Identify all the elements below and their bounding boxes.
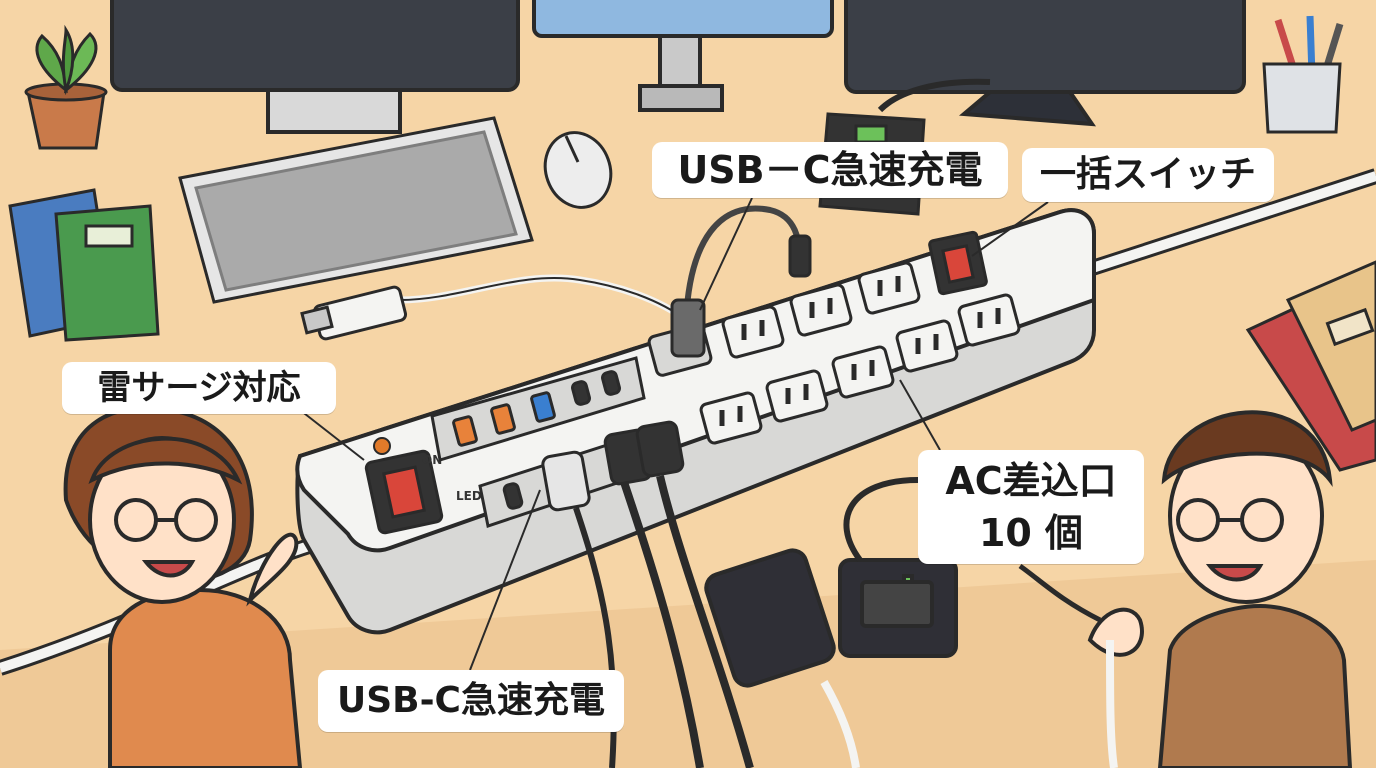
ac-outlet: [765, 369, 829, 423]
label-batch-switch: 一括スイッチ: [1022, 148, 1274, 202]
monitor-right-icon: [844, 0, 1246, 127]
smartphone-icon: [704, 548, 860, 768]
label-usb-c-fast-charge-top: USB－C急速充電: [652, 142, 1008, 198]
led-mark: LED: [456, 489, 482, 503]
notebooks-icon: [1245, 260, 1376, 472]
man-character: [1018, 410, 1353, 768]
ac-outlet: [857, 261, 921, 315]
woman-character: [63, 405, 303, 768]
ac-outlet: [789, 283, 853, 337]
label-usb-c-fast-charge-bottom: USB-C急速充電: [318, 670, 624, 732]
usb-plug-icon: [300, 285, 408, 341]
label-ac-outlets-line2: 10 個: [978, 511, 1084, 555]
ac-outlet: [699, 391, 763, 445]
usb-a-cable-outline: [399, 276, 687, 321]
ac-outlet: [721, 305, 785, 359]
ac-outlet: [895, 319, 959, 373]
on-mark: ON: [422, 453, 442, 467]
usb-c-plug-top: [670, 234, 812, 358]
books-icon: [8, 188, 160, 342]
keyboard-icon: [178, 116, 534, 304]
monitor-center-icon: [532, 0, 834, 112]
led-indicator: [373, 437, 391, 455]
label-surge-protection: 雷サージ対応: [62, 362, 336, 414]
label-ac-outlets-line1: AC差込口: [945, 459, 1117, 503]
ac-outlet: [831, 345, 895, 399]
batch-switch-icon: [928, 230, 988, 296]
ac-outlet-group: [647, 261, 1021, 445]
power-switch-icon: [364, 449, 444, 535]
right-cable-inner: [1078, 171, 1376, 277]
pen-cup-icon: [1262, 15, 1344, 134]
ac-outlet: [957, 293, 1021, 347]
plant-icon: [24, 24, 108, 150]
mouse-icon: [543, 131, 613, 209]
label-ac-outlets: AC差込口 10 個: [918, 450, 1144, 564]
monitor-left-icon: [110, 0, 520, 134]
battery-charger-icon: [838, 477, 958, 658]
label-leader-lines: [299, 197, 1049, 671]
usb-plugs-bottom: [541, 420, 754, 768]
